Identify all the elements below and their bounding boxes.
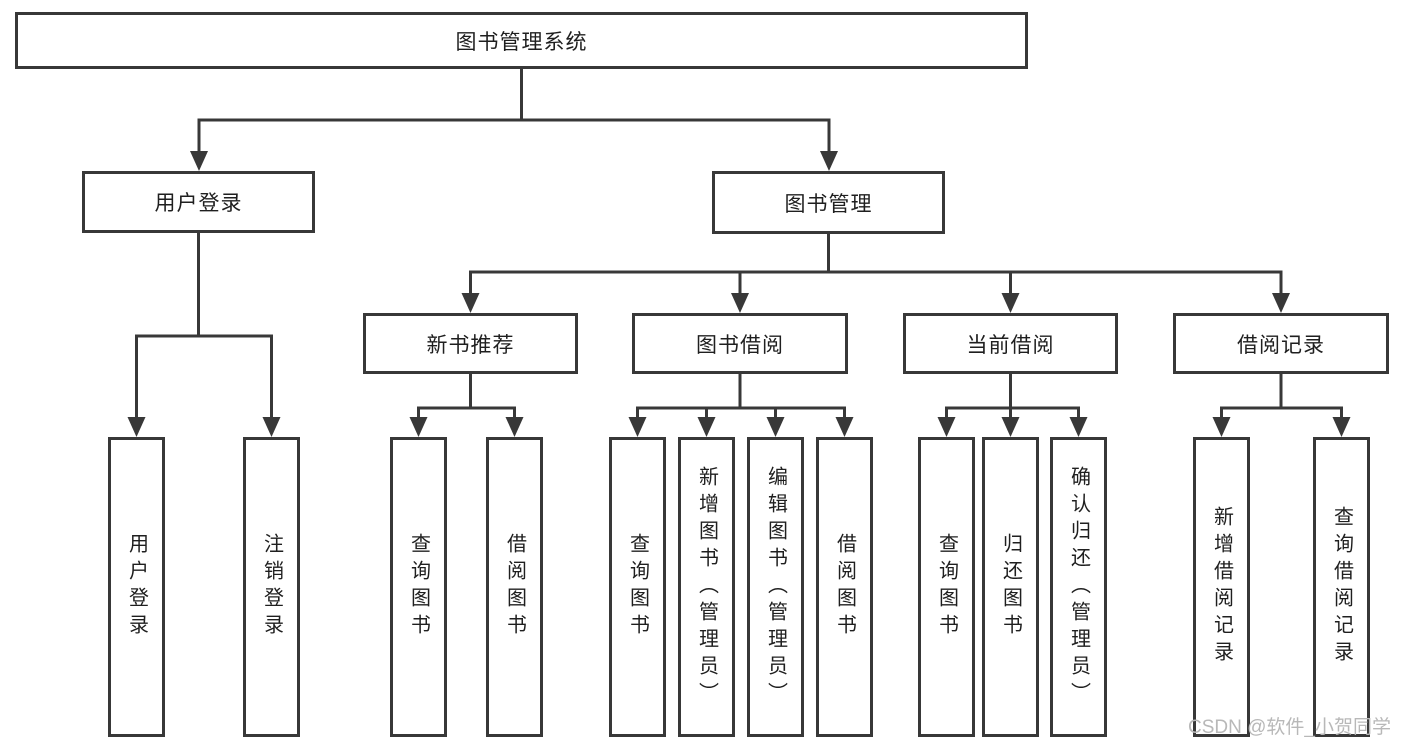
csdn-watermark: CSDN @软件_小贺同学 bbox=[1188, 717, 1391, 738]
node-root-label: 图书管理系统 bbox=[455, 30, 588, 54]
leaf-label: 查询图书 bbox=[407, 533, 430, 641]
leaf-label: 确认归还（管理员） bbox=[1067, 465, 1090, 709]
node-label: 图书管理 bbox=[784, 192, 873, 216]
arrow-down-icon bbox=[1001, 293, 1020, 313]
node-label: 当前借阅 bbox=[966, 333, 1055, 357]
leaf-label: 归还图书 bbox=[999, 533, 1022, 641]
connector-book-borrow bbox=[636, 374, 846, 420]
leaf-label: 借阅图书 bbox=[503, 533, 526, 641]
arrow-down-icon bbox=[409, 417, 428, 437]
leaf-query-borrow-record: 查询借阅记录 bbox=[1313, 437, 1370, 737]
node-label: 图书借阅 bbox=[696, 333, 784, 357]
arrow-down-icon bbox=[127, 417, 146, 437]
leaf-query-books-borrow: 查询图书 bbox=[609, 437, 666, 737]
arrow-down-icon bbox=[937, 417, 956, 437]
node-label: 用户登录 bbox=[154, 192, 243, 215]
leaf-label: 借阅图书 bbox=[833, 533, 856, 641]
node-borrow-records: 借阅记录 bbox=[1173, 313, 1389, 374]
arrow-down-icon bbox=[820, 151, 838, 171]
leaf-label: 新增借阅记录 bbox=[1210, 506, 1233, 668]
node-label: 新书推荐 bbox=[426, 333, 515, 357]
leaf-borrow-books-recommend: 借阅图书 bbox=[486, 437, 543, 737]
leaf-confirm-return-admin: 确认归还（管理员） bbox=[1050, 437, 1107, 737]
connector-borrow-records bbox=[1220, 374, 1343, 420]
leaf-label: 查询借阅记录 bbox=[1330, 506, 1353, 668]
leaf-borrow-books: 借阅图书 bbox=[816, 437, 873, 737]
arrow-down-icon bbox=[505, 417, 524, 437]
arrow-down-icon bbox=[1069, 417, 1088, 437]
node-user-login-group: 用户登录 bbox=[82, 171, 315, 233]
arrow-down-icon bbox=[1272, 293, 1290, 313]
leaf-logout: 注销登录 bbox=[243, 437, 300, 737]
connector-new-book-recommend bbox=[417, 374, 516, 420]
leaf-add-books-admin: 新增图书（管理员） bbox=[678, 437, 735, 737]
connector-root bbox=[197, 69, 831, 154]
connector-current-borrow bbox=[945, 374, 1080, 420]
connector-user-login bbox=[135, 233, 273, 420]
leaf-label: 查询图书 bbox=[626, 533, 649, 641]
arrow-down-icon bbox=[766, 417, 785, 437]
arrow-down-icon bbox=[190, 151, 208, 171]
node-book-borrow: 图书借阅 bbox=[632, 313, 848, 374]
arrow-down-icon bbox=[461, 293, 480, 313]
arrow-down-icon bbox=[628, 417, 647, 437]
leaf-add-borrow-record: 新增借阅记录 bbox=[1193, 437, 1250, 737]
leaf-return-books: 归还图书 bbox=[982, 437, 1039, 737]
leaf-label: 新增图书（管理员） bbox=[695, 465, 718, 709]
arrow-down-icon bbox=[731, 293, 749, 313]
arrow-down-icon bbox=[1001, 417, 1020, 437]
leaf-query-books-current: 查询图书 bbox=[918, 437, 975, 737]
leaf-label: 编辑图书（管理员） bbox=[764, 465, 787, 709]
node-book-management: 图书管理 bbox=[712, 171, 945, 234]
leaf-edit-books-admin: 编辑图书（管理员） bbox=[747, 437, 804, 737]
node-current-borrow: 当前借阅 bbox=[903, 313, 1118, 374]
arrow-down-icon bbox=[1332, 417, 1351, 437]
leaf-user-login: 用户登录 bbox=[108, 437, 165, 737]
leaf-label: 查询图书 bbox=[935, 533, 958, 641]
connector-book-management bbox=[469, 234, 1283, 296]
node-root: 图书管理系统 bbox=[15, 12, 1028, 69]
arrow-down-icon bbox=[262, 417, 281, 437]
leaf-label: 用户登录 bbox=[125, 533, 148, 641]
arrow-down-icon bbox=[697, 417, 716, 437]
leaf-query-books-recommend: 查询图书 bbox=[390, 437, 447, 737]
arrow-down-icon bbox=[1212, 417, 1231, 437]
leaf-label: 注销登录 bbox=[260, 533, 283, 641]
node-label: 借阅记录 bbox=[1237, 333, 1325, 357]
arrow-down-icon bbox=[835, 417, 854, 437]
node-new-book-recommend: 新书推荐 bbox=[363, 313, 578, 374]
